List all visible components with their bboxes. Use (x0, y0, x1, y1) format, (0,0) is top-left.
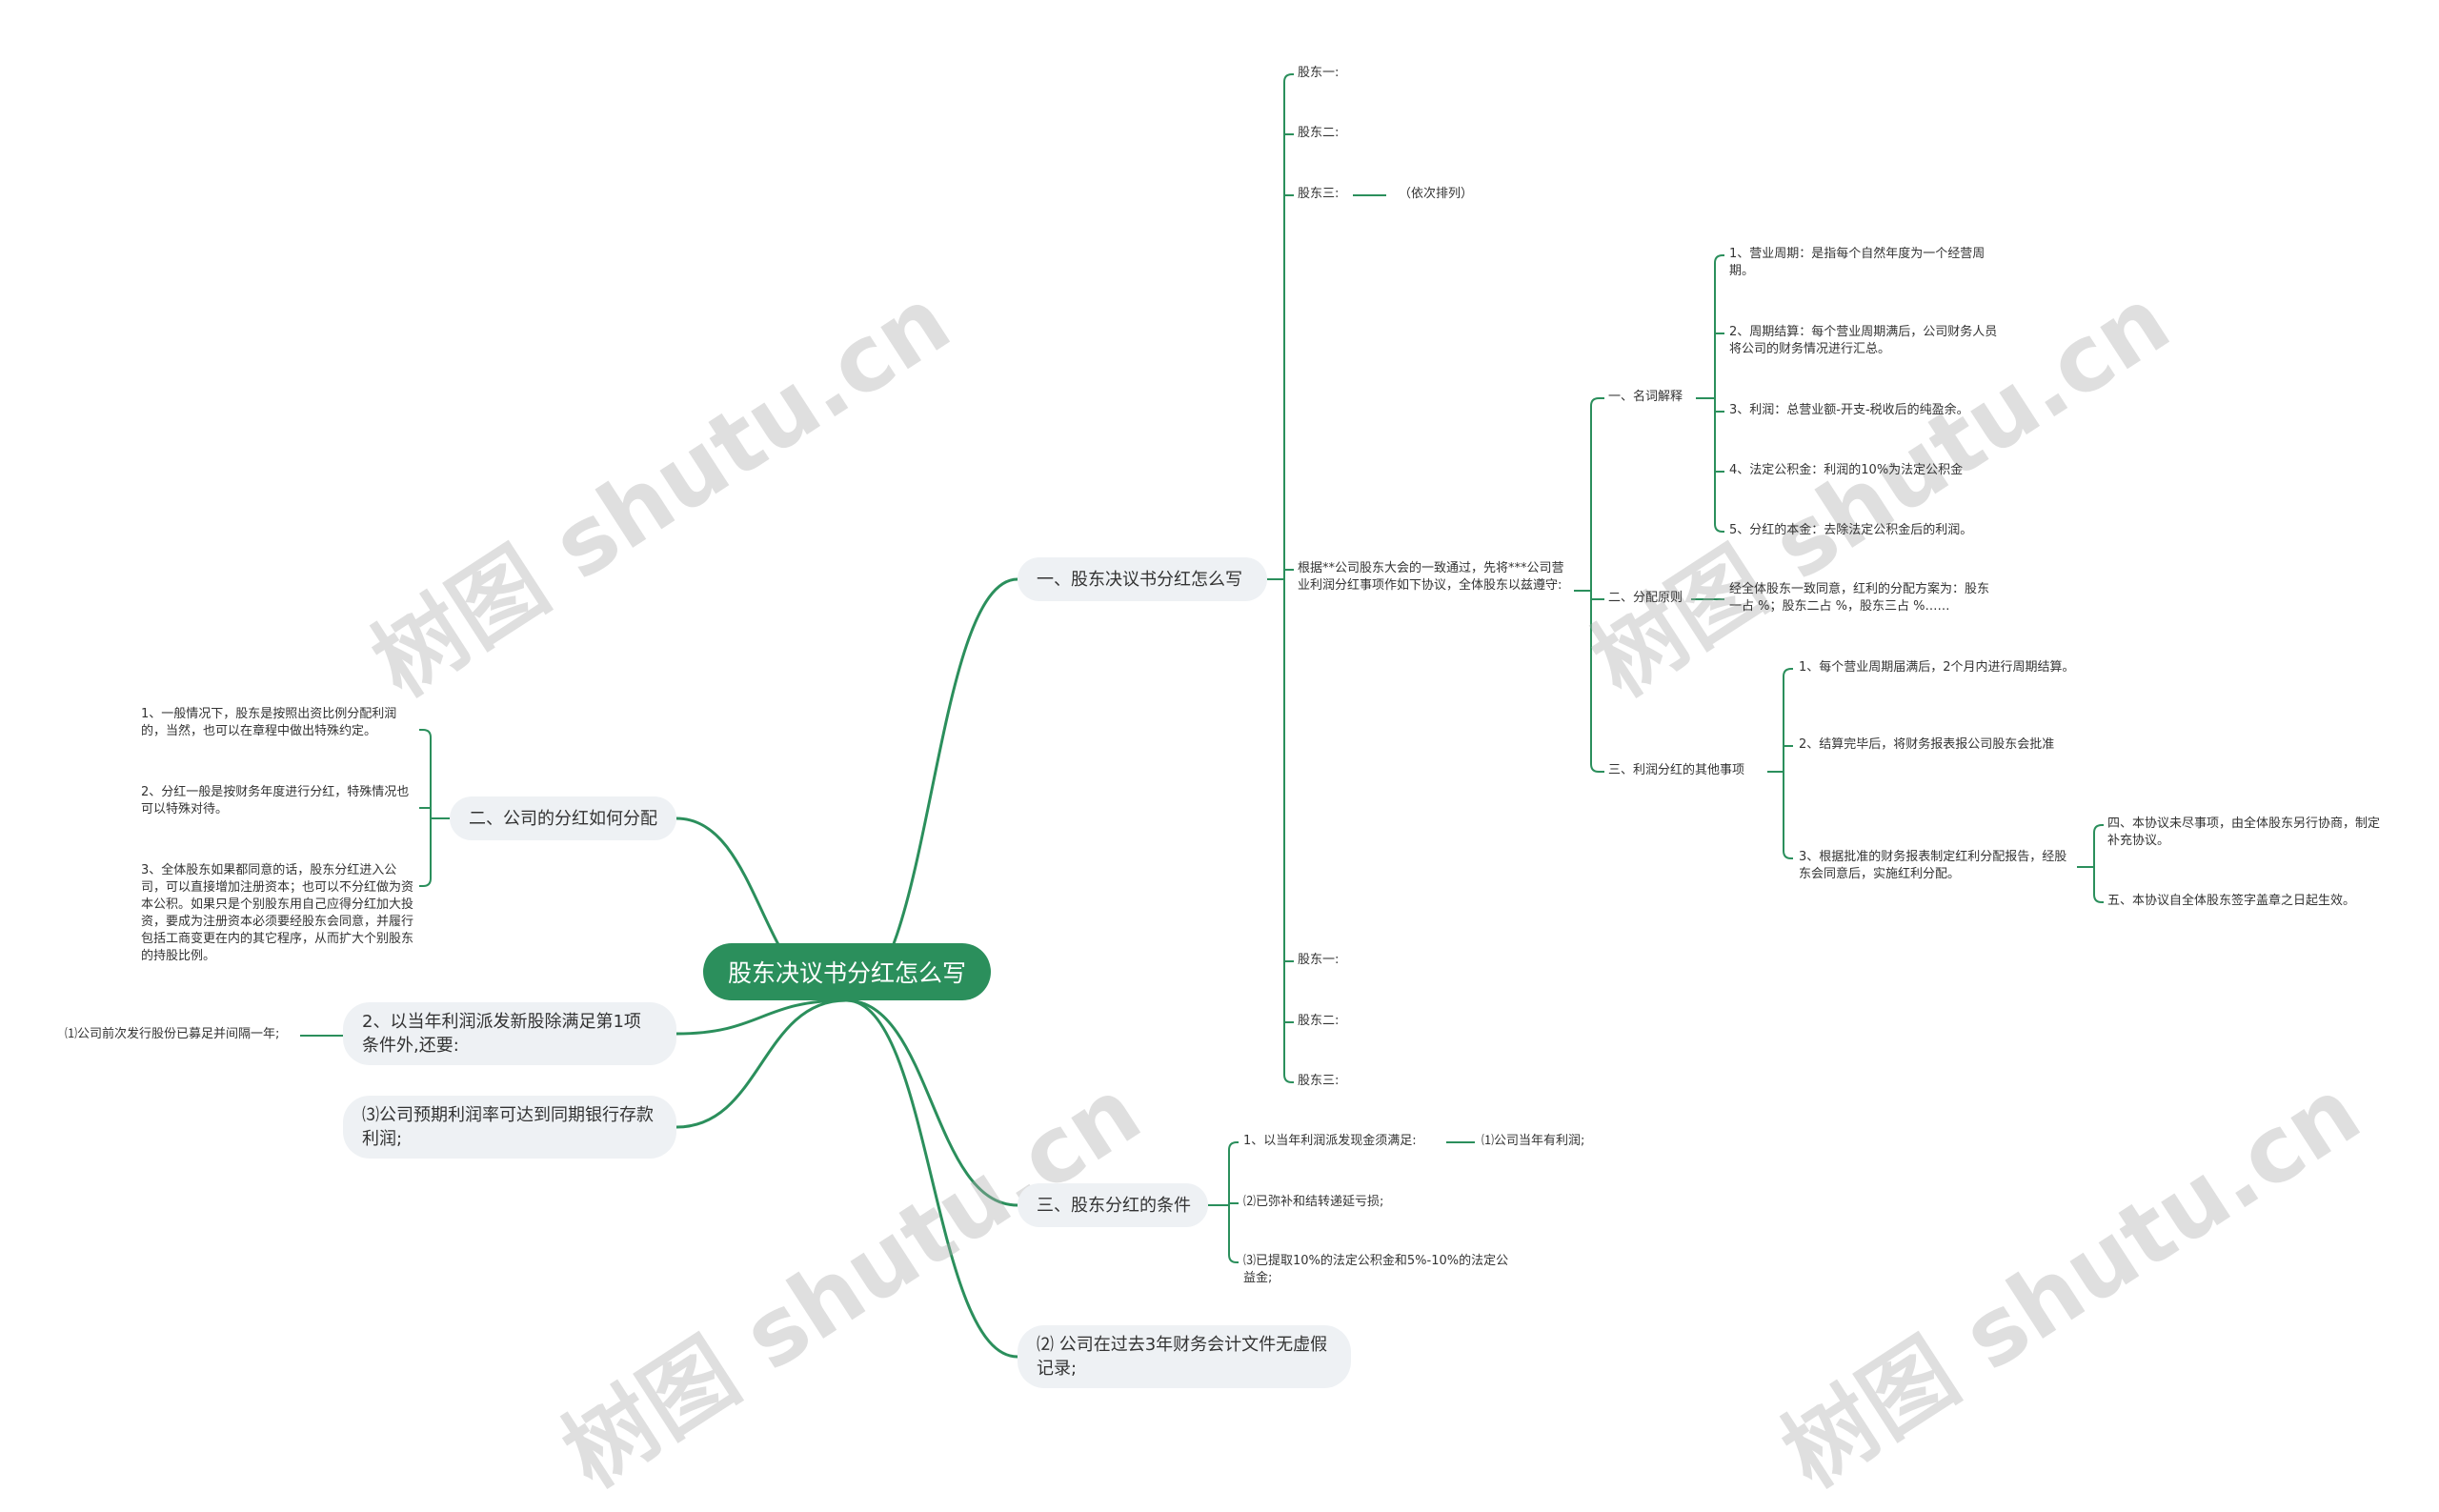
connector-line (1783, 668, 1793, 677)
connector-line (1590, 763, 1604, 773)
other-item-3[interactable]: 3、根据批准的财务报表制定红利分配报告，经股东会同意后，实施红利分配。 (1799, 850, 2067, 881)
connector-line (1714, 523, 1724, 533)
terms-label[interactable]: 一、名词解释 (1608, 390, 1683, 404)
distribution-item-2[interactable]: 2、分红一般是按财务年度进行分红，特殊情况也可以特殊对待。 (141, 785, 410, 816)
connector-line (1228, 1141, 1239, 1151)
principle-text[interactable]: 经全体股东一致同意，红利的分配方案为：股东一占 %；股东二占 %，股东三占 %…… (1729, 582, 1990, 614)
distribution-item-3[interactable]: 3、全体股东如果都同意的话，股东分红进入公司，可以直接增加注册资本；也可以不分红… (141, 863, 414, 963)
connector-line (1783, 850, 1793, 859)
term-item-4[interactable]: 4、法定公积金：利润的10%为法定公积金 (1729, 463, 1964, 477)
condition-1[interactable]: 1、以当年利润派发现金须满足: (1243, 1134, 1417, 1148)
shareholder-2-bottom[interactable]: 股东二: (1298, 1014, 1340, 1028)
condition-2[interactable]: ⑵已弥补和结转递延亏损; (1243, 1195, 1384, 1209)
branch-expected-profit[interactable]: ⑶公司预期利润率可达到同期银行存款利润; (343, 1096, 676, 1159)
order-note[interactable]: （依次排列） (1399, 187, 1474, 201)
other-item-2[interactable]: 2、结算完毕后，将财务报表报公司股东会批准 (1799, 737, 2055, 752)
connector-line (1714, 254, 1724, 264)
shareholder-3-top[interactable]: 股东三: (1298, 187, 1340, 201)
connector-line (1590, 397, 1604, 407)
connector-line (419, 877, 432, 887)
term-item-1[interactable]: 1、营业周期：是指每个自然年度为一个经营周期。 (1729, 247, 1985, 278)
other-matters-label[interactable]: 三、利润分红的其他事项 (1608, 763, 1745, 777)
branch-shareholder-resolution[interactable]: 一、股东决议书分红怎么写 (1018, 557, 1267, 601)
connector-line (1283, 1074, 1294, 1083)
other-sub-item-4[interactable]: 四、本协议未尽事项，由全体股东另行协商，制定补充协议。 (2107, 816, 2381, 848)
branch-dividend-conditions[interactable]: 三、股东分红的条件 (1018, 1183, 1208, 1227)
connector-line (1228, 1254, 1239, 1263)
condition-3[interactable]: ⑶已提取10%的法定公积金和5%-10%的法定公益金; (1243, 1254, 1509, 1285)
shareholder-3-bottom[interactable]: 股东三: (1298, 1074, 1340, 1088)
term-item-5[interactable]: 5、分红的本金：去除法定公积金后的利润。 (1729, 523, 1973, 537)
mind-map-canvas: 树图 shutu.cn 树图 shutu.cn 树图 shutu.cn 树图 s… (65, 66, 2381, 1507)
root-node[interactable]: 股东决议书分红怎么写 (703, 943, 991, 1000)
connector-line (2093, 894, 2104, 903)
branch-no-false-records[interactable]: ⑵ 公司在过去3年财务会计文件无虚假记录; (1018, 1325, 1351, 1388)
connector-line (845, 998, 1018, 1207)
connector-line (1283, 73, 1294, 83)
connector-lines (300, 73, 2104, 1359)
other-item-1[interactable]: 1、每个营业周期届满后，2个月内进行周期结算。 (1799, 660, 2075, 675)
branch-new-share-dividend[interactable]: 2、以当年利润派发新股除满足第1项条件外,还要: (343, 1002, 676, 1065)
connector-line (2093, 824, 2104, 834)
distribution-item-1[interactable]: 1、一般情况下，股东是按照出资比例分配利润的，当然，也可以在章程中做出特殊约定。 (141, 707, 397, 738)
other-sub-item-5[interactable]: 五、本协议自全体股东签字盖章之日起生效。 (2107, 894, 2356, 908)
connector-line (675, 998, 847, 1036)
new-share-condition-1[interactable]: ⑴公司前次发行股份已募足并间隔一年; (65, 1027, 280, 1041)
term-item-3[interactable]: 3、利润：总营业额-开支-税收后的纯盈余。 (1729, 403, 1969, 417)
connector-line (675, 998, 847, 1129)
term-item-2[interactable]: 2、周期结算：每个营业周期满后，公司财务人员将公司的财务情况进行汇总。 (1729, 325, 1998, 356)
shareholder-1-top[interactable]: 股东一: (1298, 66, 1340, 80)
condition-1-sub[interactable]: ⑴公司当年有利润; (1482, 1134, 1585, 1148)
branch-dividend-distribution[interactable]: 二、公司的分红如何分配 (450, 796, 676, 840)
shareholder-2-top[interactable]: 股东二: (1298, 126, 1340, 140)
principle-label[interactable]: 二、分配原则 (1608, 591, 1683, 605)
connector-line (845, 998, 1018, 1359)
agreement-text[interactable]: 根据**公司股东大会的一致通过，先将***公司营业利润分红事项作如下协议，全体股… (1298, 561, 1564, 593)
shareholder-1-bottom[interactable]: 股东一: (1298, 953, 1340, 967)
connector-line (845, 577, 1018, 1002)
connector-line (419, 729, 432, 738)
